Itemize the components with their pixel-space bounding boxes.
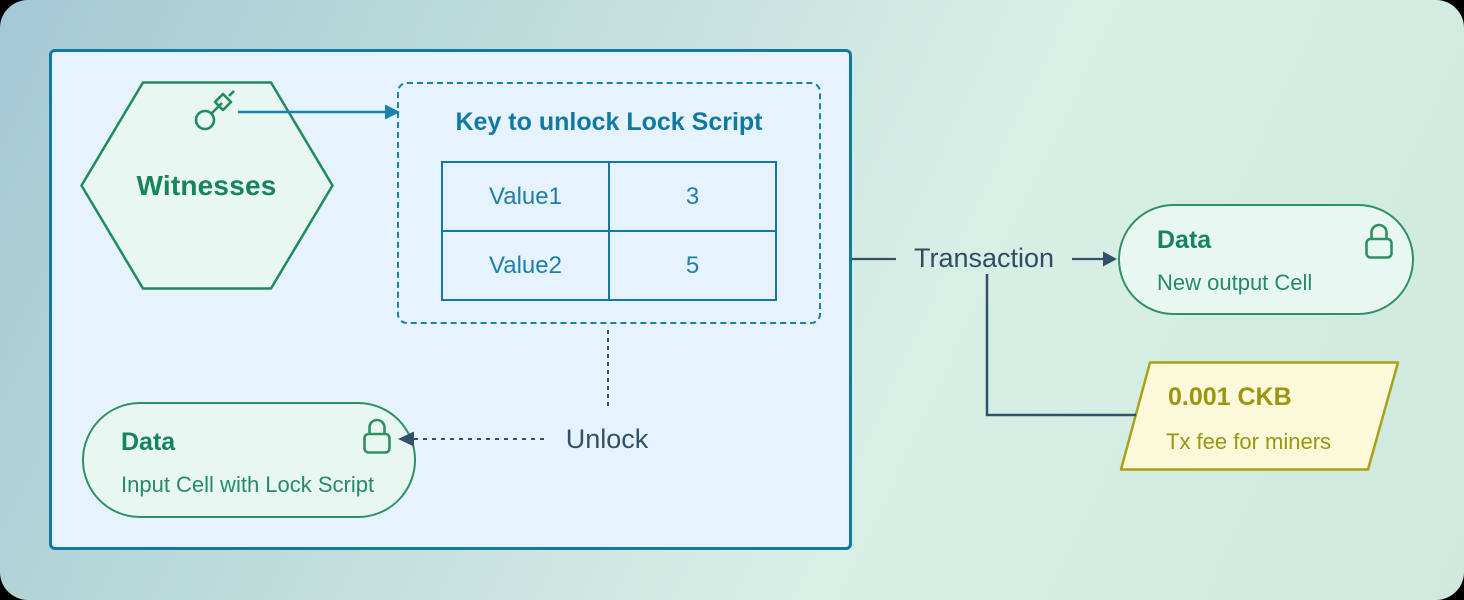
key-icon: [194, 90, 235, 131]
fee-amount: 0.001 CKB: [1168, 383, 1292, 411]
output-cell-subtitle: New output Cell: [1157, 270, 1313, 295]
witnesses-hexagon: [80, 81, 334, 290]
output-cell-title: Data: [1157, 226, 1212, 254]
lock-icon: [363, 418, 391, 454]
table-cell-name: Value1: [442, 162, 609, 231]
input-cell-title: Data: [121, 428, 176, 456]
lock-icon: [1365, 223, 1393, 259]
unlock-label: Unlock: [565, 424, 649, 454]
input-cell-subtitle: Input Cell with Lock Script: [121, 472, 375, 497]
witnesses-label: Witnesses: [136, 170, 277, 201]
input-cell-pill: Data Input Cell with Lock Script: [82, 402, 416, 518]
table-cell-value: 5: [609, 231, 776, 300]
output-cell-pill: Data New output Cell: [1118, 204, 1414, 315]
table-cell-value: 3: [609, 162, 776, 231]
key-unlock-title: Key to unlock Lock Script: [455, 108, 763, 136]
hexagon-shape: [80, 81, 334, 290]
key-unlock-box: Key to unlock Lock Script Value1 3 Value…: [397, 82, 821, 324]
transaction-label: Transaction: [913, 243, 1055, 273]
key-value-table: Value1 3 Value2 5: [441, 161, 777, 301]
fee-note: Tx fee for miners: [1166, 429, 1332, 454]
fee-parallelogram: [1119, 361, 1400, 471]
transaction-arrowhead: [1103, 251, 1117, 267]
table-cell-name: Value2: [442, 231, 609, 300]
fee-elbow-line: [985, 274, 1136, 417]
